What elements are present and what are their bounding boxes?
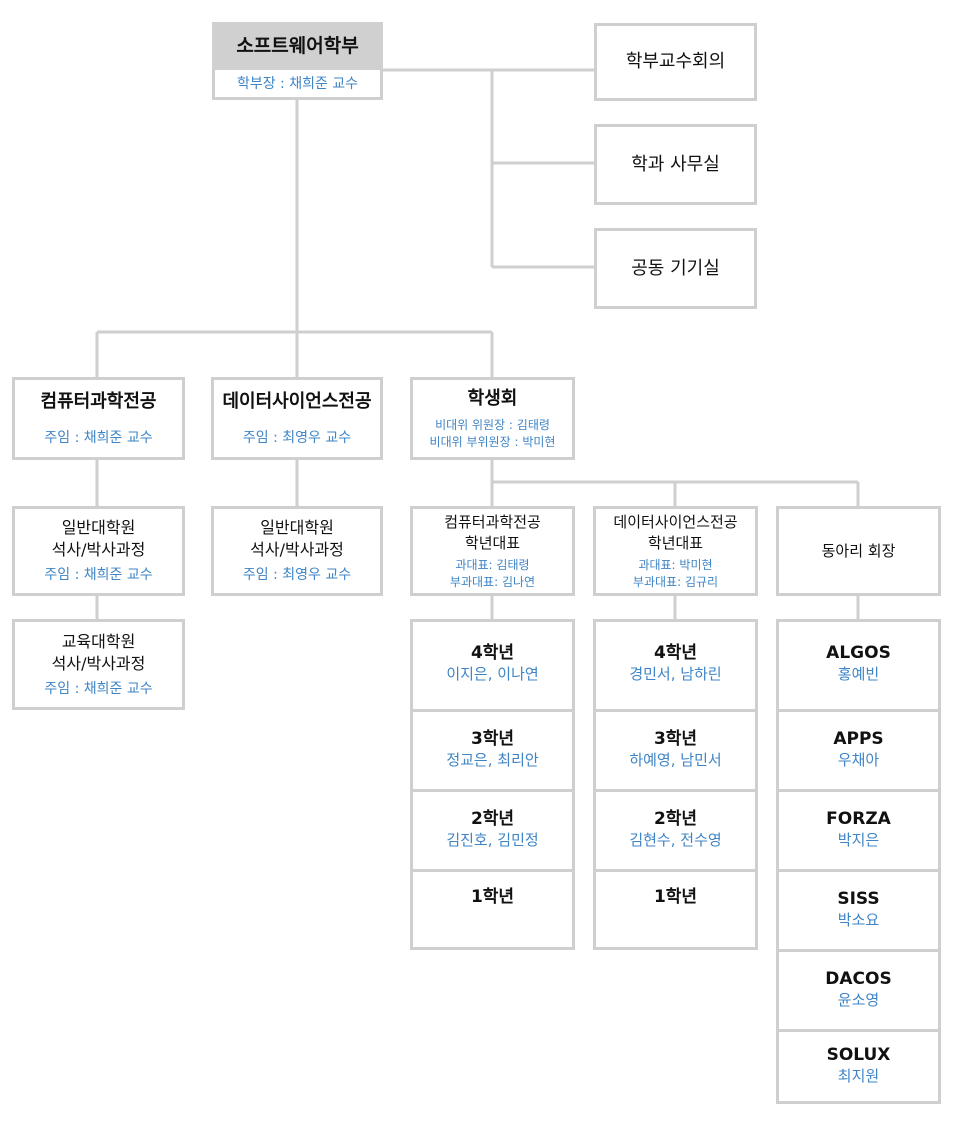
grad-line1: 일반대학원 — [260, 518, 334, 537]
root-title: 소프트웨어학부 — [236, 35, 359, 57]
club-head: 우채아 — [837, 751, 880, 769]
rep-rep: 과대표: 박미현 — [638, 557, 713, 572]
major-name: 데이터사이언스전공 — [222, 390, 372, 412]
major-head: 주임 : 최영우 교수 — [242, 429, 352, 446]
grade-label: 4학년 — [470, 643, 515, 663]
club-solux: SOLUX 최지원 — [776, 1029, 941, 1104]
root-head-cell: 학부장 : 채희준 교수 — [212, 70, 383, 100]
side-unit-label: 학과 사무실 — [631, 153, 720, 175]
club-name: ALGOS — [826, 643, 891, 663]
grad-head: 주임 : 최영우 교수 — [242, 567, 352, 583]
rep-vice: 부과대표: 김규리 — [632, 574, 719, 589]
grad-program-ds-general: 일반대학원 석사/박사과정 주임 : 최영우 교수 — [211, 506, 383, 596]
cs-grade-1: 1학년 — [410, 869, 575, 950]
grad-head: 주임 : 채희준 교수 — [44, 680, 153, 697]
club-head: 최지원 — [837, 1067, 880, 1085]
grade-names: 김현수, 전수영 — [629, 831, 722, 849]
club-heads: 동아리 회장 — [776, 506, 941, 596]
grade-names: 김진호, 김민정 — [446, 831, 539, 849]
grad-program-cs-general: 일반대학원 석사/박사과정 주임 : 채희준 교수 — [12, 506, 185, 596]
side-unit-label: 학부교수회의 — [625, 51, 726, 72]
cs-grade-4: 4학년 이지은, 이나연 — [410, 619, 575, 712]
major-name: 컴퓨터과학전공 — [40, 390, 157, 412]
grad-line2: 석사/박사과정 — [51, 540, 146, 559]
root-head: 학부장 : 채희준 교수 — [236, 75, 359, 92]
side-unit-label: 공동 기기실 — [631, 257, 720, 279]
grade-names: 이지은, 이나연 — [446, 665, 539, 683]
rep-rep: 과대표: 김태령 — [455, 557, 530, 572]
major-head: 주임 : 채희준 교수 — [44, 429, 153, 446]
ds-grade-3: 3학년 하예영, 남민서 — [593, 709, 758, 792]
rep-line2: 학년대표 — [464, 533, 521, 552]
club-head: 홍예빈 — [837, 665, 880, 683]
grad-head: 주임 : 채희준 교수 — [44, 567, 153, 583]
ds-grade-1: 1학년 — [593, 869, 758, 950]
grad-program-education: 교육대학원 석사/박사과정 주임 : 채희준 교수 — [12, 619, 185, 710]
side-unit-equipment-room: 공동 기기실 — [594, 228, 757, 309]
ds-grade-reps: 데이터사이언스전공 학년대표 과대표: 박미현 부과대표: 김규리 — [593, 506, 758, 596]
root-node: 소프트웨어학부 학부장 : 채희준 교수 — [212, 22, 383, 100]
grade-label: 2학년 — [470, 809, 515, 829]
cs-grade-reps: 컴퓨터과학전공 학년대표 과대표: 김태령 부과대표: 김나연 — [410, 506, 575, 596]
grad-line2: 석사/박사과정 — [51, 653, 146, 673]
council-chair: 비대위 위원장 : 김태령 — [435, 417, 550, 432]
rep-vice: 부과대표: 김나연 — [449, 574, 536, 589]
club-head: 윤소영 — [837, 991, 880, 1009]
club-siss: SISS 박소요 — [776, 869, 941, 952]
major-ds: 데이터사이언스전공 주임 : 최영우 교수 — [211, 377, 383, 460]
grade-label: 3학년 — [470, 729, 515, 749]
club-algos: ALGOS 홍예빈 — [776, 619, 941, 712]
cs-grade-2: 2학년 김진호, 김민정 — [410, 789, 575, 872]
side-unit-office: 학과 사무실 — [594, 124, 757, 205]
club-name: FORZA — [826, 809, 891, 829]
student-council: 학생회 비대위 위원장 : 김태령 비대위 부위원장 : 박미현 — [410, 377, 575, 460]
club-name: SOLUX — [826, 1045, 891, 1065]
rep-line1: 컴퓨터과학전공 — [444, 512, 541, 531]
ds-grade-4: 4학년 경민서, 남하린 — [593, 619, 758, 712]
ds-grade-2: 2학년 김현수, 전수영 — [593, 789, 758, 872]
grade-names: 하예영, 남민서 — [629, 751, 722, 769]
grad-line1: 일반대학원 — [61, 518, 136, 537]
grade-names: 정교은, 최리안 — [446, 751, 539, 769]
grade-names: 경민서, 남하린 — [629, 665, 722, 683]
grade-label: 1학년 — [470, 887, 515, 907]
council-vice-chair: 비대위 부위원장 : 박미현 — [429, 434, 556, 449]
club-forza: FORZA 박지은 — [776, 789, 941, 872]
grade-label: 1학년 — [653, 887, 698, 907]
grad-line1: 교육대학원 — [61, 631, 136, 651]
major-cs: 컴퓨터과학전공 주임 : 채희준 교수 — [12, 377, 185, 460]
cs-grade-3: 3학년 정교은, 최리안 — [410, 709, 575, 792]
rep-line2: 학년대표 — [647, 533, 704, 552]
grade-label: 3학년 — [653, 729, 698, 749]
club-apps: APPS 우채아 — [776, 709, 941, 792]
grade-label: 2학년 — [653, 809, 698, 829]
root-title-cell: 소프트웨어학부 — [212, 22, 383, 70]
rep-line1: 데이터사이언스전공 — [613, 512, 738, 531]
club-head: 박소요 — [837, 911, 880, 929]
council-name: 학생회 — [467, 387, 518, 409]
club-dacos: DACOS 윤소영 — [776, 949, 941, 1032]
grade-label: 4학년 — [653, 643, 698, 663]
side-unit-faculty-meeting: 학부교수회의 — [594, 23, 757, 101]
club-name: APPS — [833, 729, 884, 749]
club-heads-label: 동아리 회장 — [821, 542, 896, 560]
club-name: SISS — [837, 889, 880, 909]
club-name: DACOS — [825, 969, 892, 989]
grad-line2: 석사/박사과정 — [250, 540, 344, 559]
club-head: 박지은 — [837, 831, 880, 849]
